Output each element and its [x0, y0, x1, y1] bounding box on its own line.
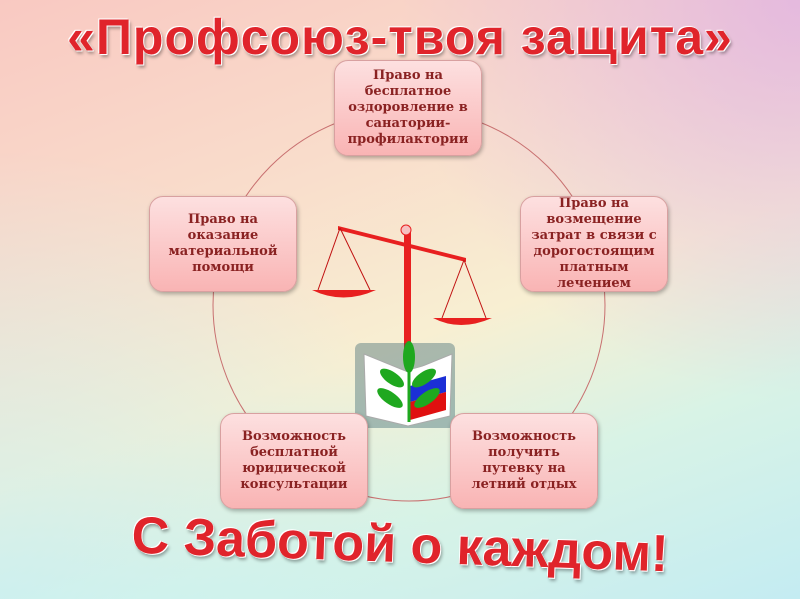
scales-icon: [312, 224, 492, 362]
trade-union-logo-icon: [355, 341, 455, 428]
item-summer-vacation: Возможность получить путевку на летний о…: [450, 413, 598, 509]
item-legal-consultation: Возможность бесплатной юридической консу…: [220, 413, 368, 509]
item-treatment-compensation: Право на возмещение затрат в связи с дор…: [520, 196, 668, 292]
item-sanatorium: Право на бесплатное оздоровление в санат…: [334, 60, 482, 156]
slide-title: «Профсоюз-твоя защита»: [67, 9, 733, 65]
item-material-aid: Право на оказание материальной помощи: [149, 196, 297, 292]
